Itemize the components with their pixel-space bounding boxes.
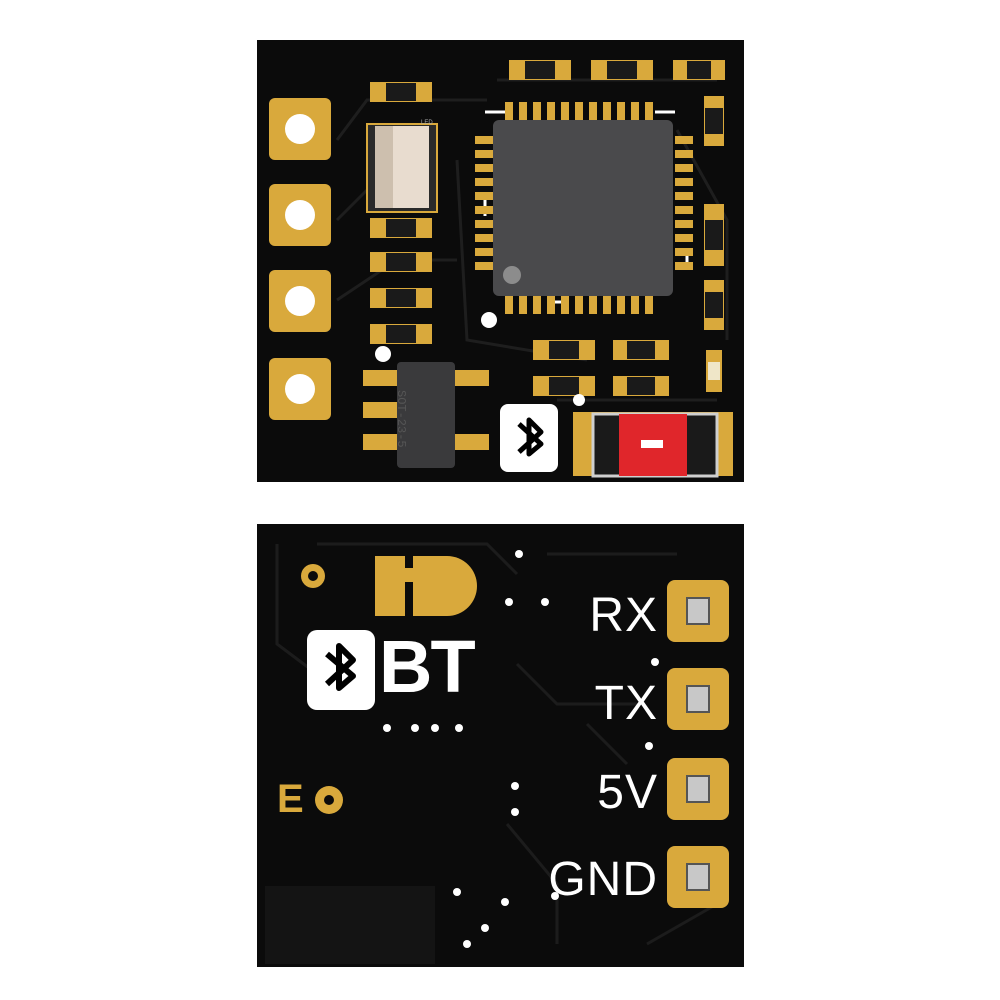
brand-bluetooth-icon	[324, 643, 356, 691]
header-hole-3	[285, 286, 315, 316]
brand-text: BT	[379, 625, 476, 708]
red-status-led	[573, 412, 733, 478]
header-hole-1	[285, 114, 315, 144]
led-marking: LED	[421, 120, 433, 126]
pin-label-gnd: GND	[548, 853, 658, 906]
pin-pad-rx	[667, 580, 729, 642]
test-pad-label: E	[277, 777, 304, 821]
header-pads	[269, 98, 331, 420]
ground-pour-area	[265, 886, 435, 964]
pin-pad-tx	[667, 668, 729, 730]
pin-pad-gnd	[667, 846, 729, 908]
smd-parts-bottom-mid	[533, 340, 669, 396]
smd-resistors-left	[370, 82, 432, 344]
pin-label-tx: TX	[594, 677, 658, 730]
sot23-regulator	[363, 362, 489, 468]
pcb-top-side: LED SOT-23-5	[257, 40, 744, 482]
regulator-marking: SOT-23-5	[394, 390, 408, 448]
pin-pad-5v	[667, 758, 729, 820]
bluetooth-icon	[517, 417, 544, 457]
brand-badge	[307, 630, 375, 710]
pin-pads	[667, 580, 729, 908]
pin-label-5v: 5V	[597, 766, 658, 819]
header-hole-4	[285, 374, 315, 404]
bluetooth-badge	[500, 404, 558, 472]
white-led-module	[366, 123, 438, 213]
pin-label-rx: RX	[589, 589, 658, 642]
fiducial-top-1	[481, 312, 497, 328]
header-hole-2	[285, 200, 315, 230]
fiducial-top-2	[375, 346, 391, 362]
smd-parts-top-right	[509, 60, 725, 392]
pcb-bottom-artwork	[265, 542, 729, 964]
bluetooth-soc-chip	[475, 102, 693, 314]
pcb-top-artwork	[269, 60, 733, 478]
pcb-bottom-side: BT E RX TX 5V GND	[257, 524, 744, 967]
solder-jumper	[375, 556, 477, 616]
vias	[383, 550, 659, 948]
fiducial-top-3	[573, 394, 585, 406]
